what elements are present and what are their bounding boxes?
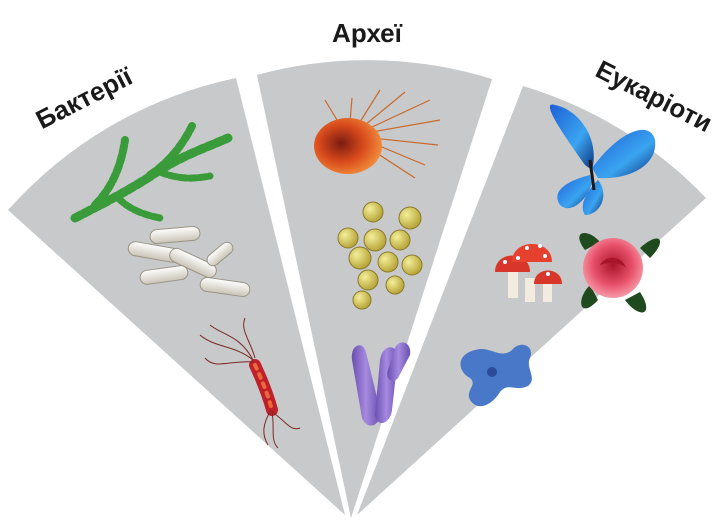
- archaea-label: Археї: [332, 18, 403, 48]
- rose-icon: [579, 233, 660, 313]
- amoeba-icon: [460, 345, 531, 406]
